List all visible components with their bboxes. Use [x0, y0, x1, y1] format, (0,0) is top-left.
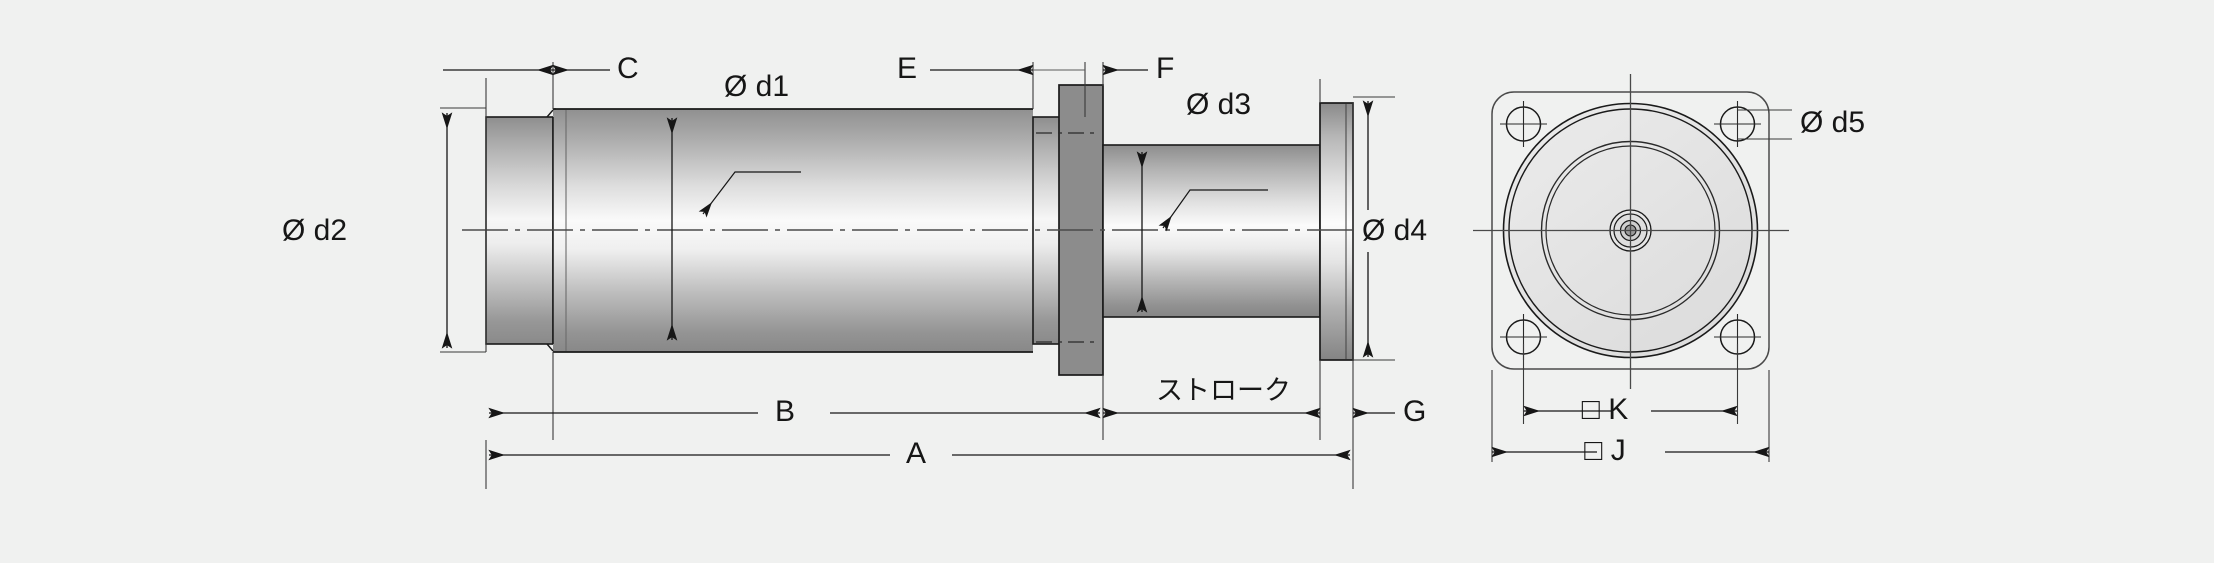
dimension-d3-label: Ø d3	[1186, 88, 1251, 121]
witness-lines	[440, 62, 1395, 489]
dimension-d2: Ø d2	[276, 112, 453, 349]
dimension-k-label: □ K	[1582, 393, 1628, 426]
dimension-d2-label: Ø d2	[282, 214, 347, 247]
dimension-k: □ K	[1523, 393, 1738, 426]
end-face-view: Ø d5 □ K □ J	[1473, 74, 1865, 467]
dimension-stroke-label: ストローク	[1156, 376, 1291, 407]
dimension-d4-label: Ø d4	[1362, 214, 1427, 247]
dimension-e-label: E	[897, 52, 917, 85]
dimension-stroke: ストローク	[1102, 372, 1321, 419]
dimension-b-label: B	[775, 395, 795, 428]
piston-rod	[1102, 144, 1321, 318]
dimension-d4: Ø d4	[1358, 100, 1468, 358]
dimension-j: □ J	[1491, 434, 1770, 467]
dimension-d5: Ø d5	[1737, 106, 1865, 140]
dimension-d3: Ø d3	[1136, 88, 1268, 313]
dimension-e: E	[897, 52, 1085, 85]
rod-end-flange	[1319, 102, 1354, 361]
dimension-f: F	[1102, 52, 1174, 85]
dimension-a: A	[488, 437, 1351, 470]
dimension-j-label: □ J	[1584, 434, 1625, 467]
dimension-c-label: C	[617, 52, 639, 85]
dimension-f-label: F	[1156, 52, 1174, 85]
dimension-g: G	[1352, 395, 1426, 428]
dimension-a-label: A	[906, 437, 926, 470]
dimension-g-label: G	[1403, 395, 1426, 428]
dimension-d1: Ø d1	[666, 70, 801, 341]
dimension-d5-label: Ø d5	[1800, 106, 1865, 139]
side-section-view: C Ø d1 E F Ø d3 Ø d2	[276, 52, 1468, 489]
dimension-d1-label: Ø d1	[724, 70, 789, 103]
dimension-c: C	[443, 52, 639, 85]
dimension-b: B	[488, 395, 1101, 428]
